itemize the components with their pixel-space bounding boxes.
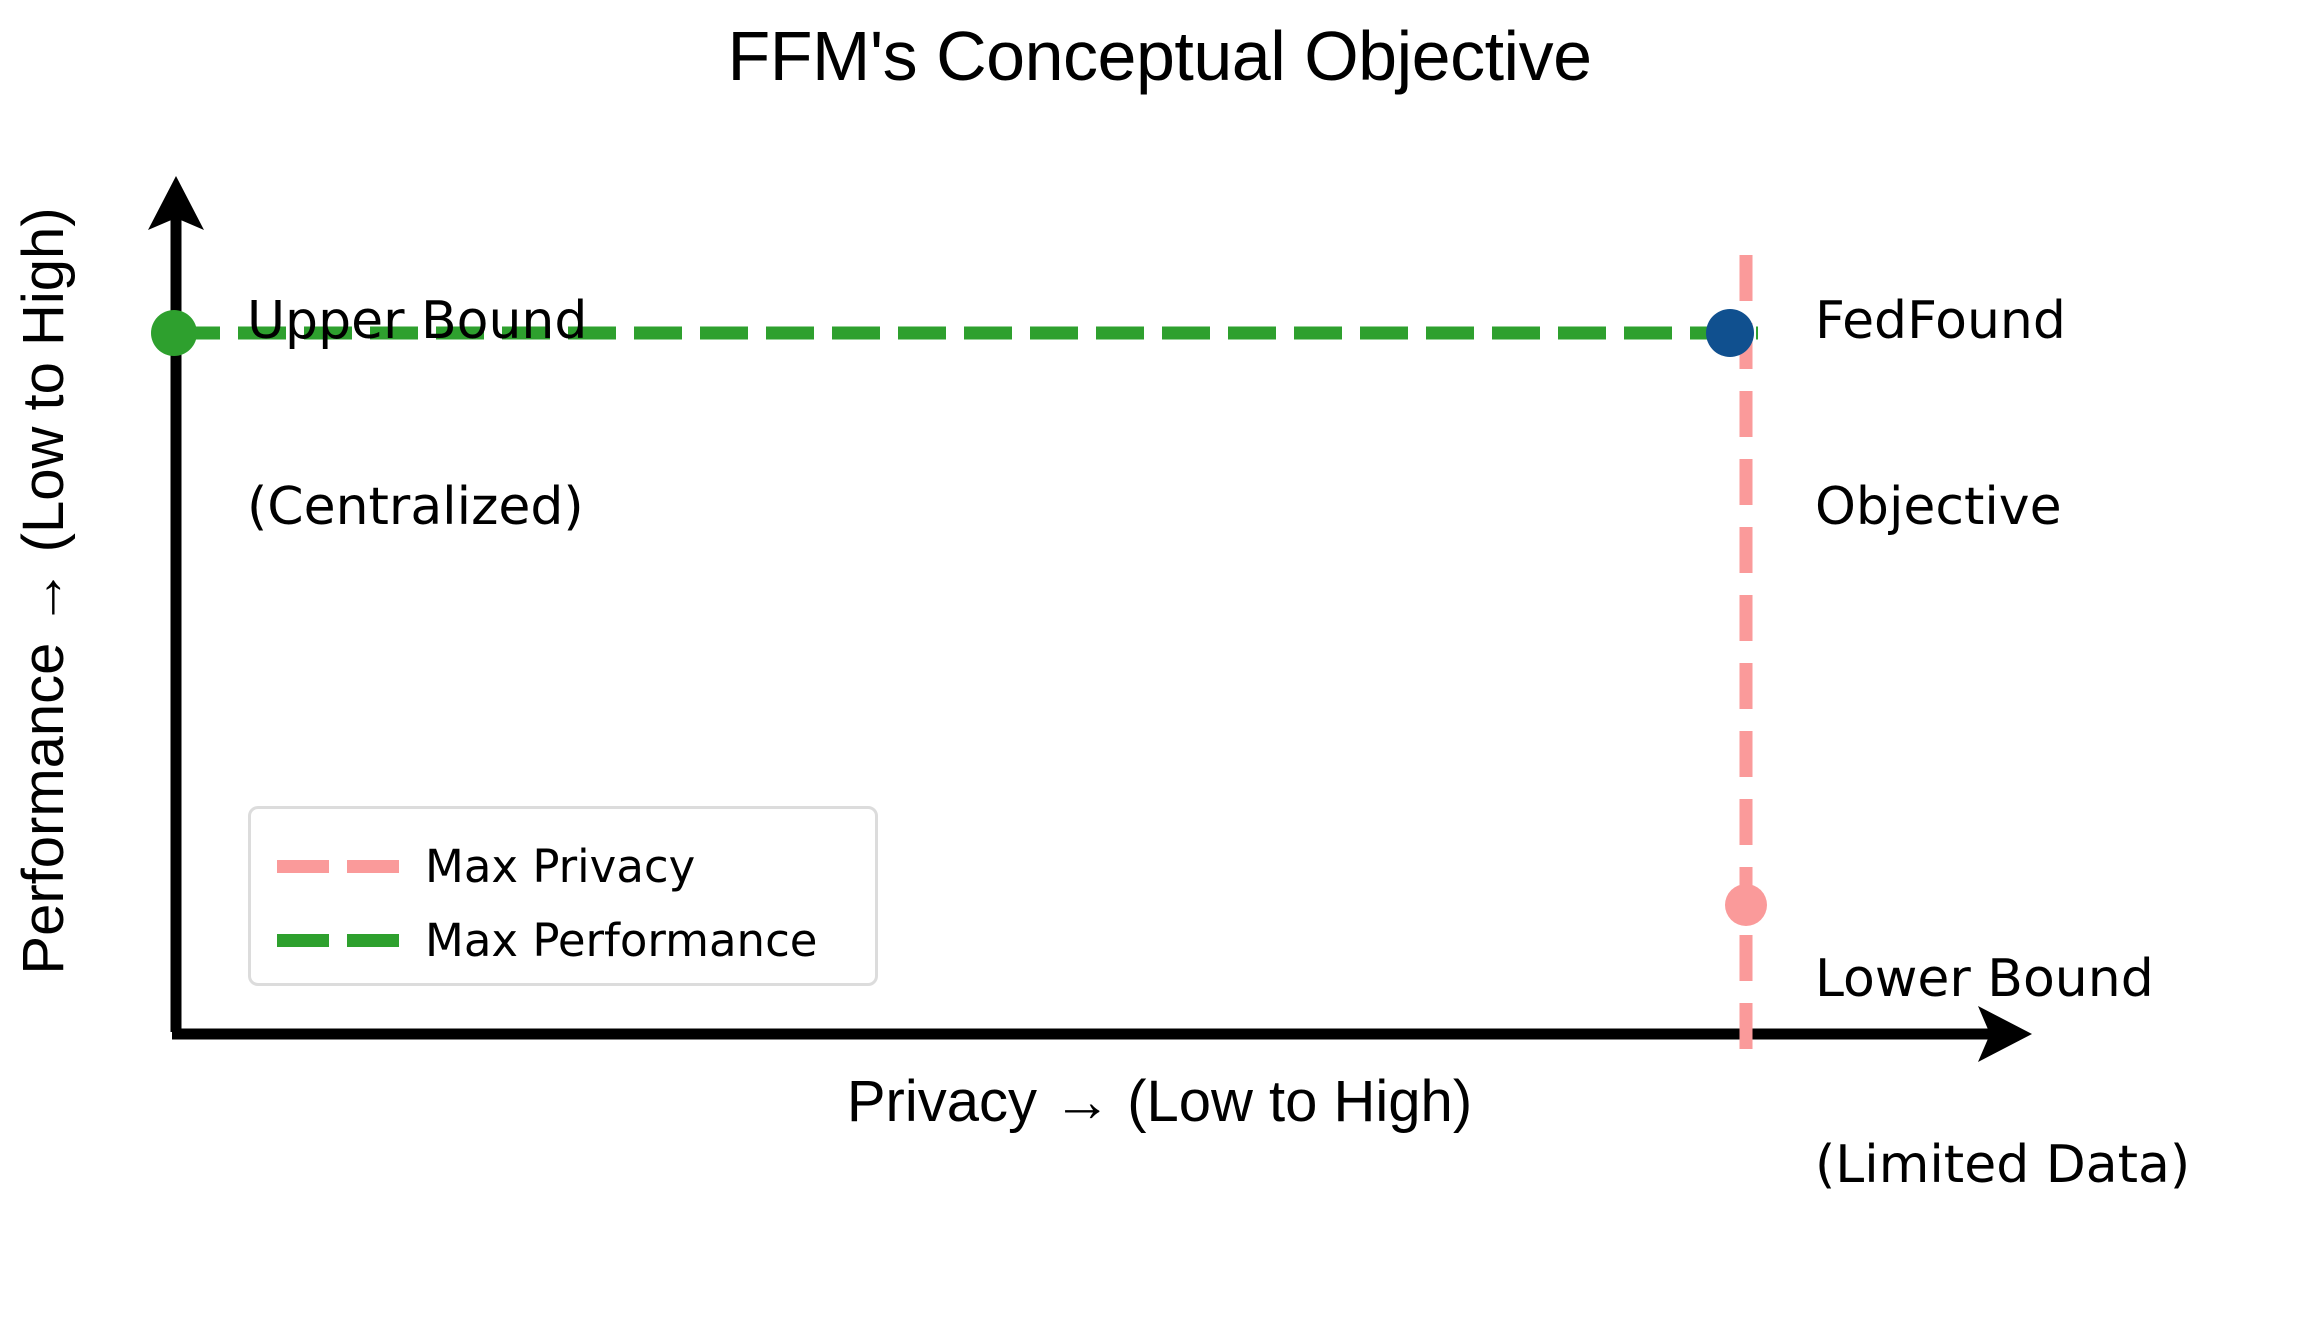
y-axis-label: Performance → (Low to High) (11, 207, 76, 975)
annotation-fedfound-line1: FedFound (1815, 291, 2066, 351)
upper-bound-point (151, 310, 197, 356)
legend-item-max-privacy: Max Privacy (251, 835, 875, 897)
y-axis-spine (148, 176, 204, 1032)
y-axis-label-wrapper: Performance → (Low to High) (9, 11, 79, 1171)
annotation-fedfound-line2: Objective (1815, 477, 2062, 537)
legend-item-max-performance: Max Performance (251, 909, 875, 971)
chart-title: FFM's Conceptual Objective (727, 17, 1592, 95)
annotation-lower-bound-line1: Lower Bound (1815, 949, 2154, 1009)
annotation-lower-bound-line2: (Limited Data) (1815, 1135, 2191, 1195)
legend-swatch-max-performance (277, 933, 399, 947)
chart-legend: Max Privacy Max Performance (248, 806, 878, 986)
annotation-fedfound-objective: FedFound Objective (1815, 166, 2066, 662)
chart-figure: FFM's Conceptual Objective Upper Bound (… (9, 11, 2191, 1195)
annotation-upper-bound: Upper Bound (Centralized) (247, 166, 587, 662)
lower-bound-point (1725, 884, 1767, 926)
fedfound-objective-point (1706, 309, 1754, 357)
annotation-upper-bound-line2: (Centralized) (247, 477, 584, 537)
plot-canvas (148, 176, 2032, 1062)
x-axis-label: Privacy → (Low to High) (846, 1069, 1473, 1134)
x-axis-spine (172, 1006, 2032, 1062)
legend-label-max-privacy: Max Privacy (425, 839, 696, 893)
annotation-upper-bound-line1: Upper Bound (247, 291, 588, 351)
legend-swatch-max-privacy (277, 859, 399, 873)
legend-label-max-performance: Max Performance (425, 913, 818, 967)
